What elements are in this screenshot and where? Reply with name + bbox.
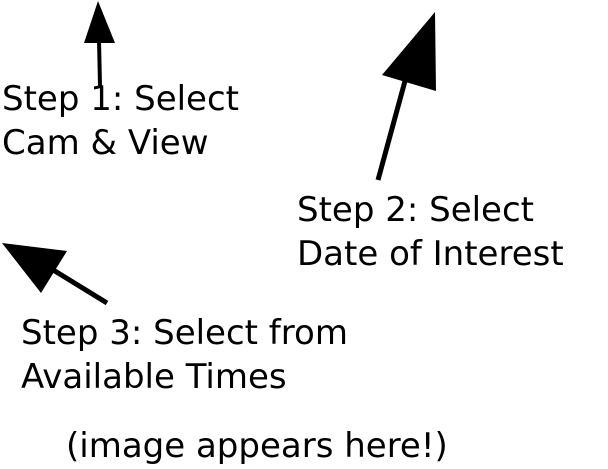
step-2-line-1: Step 2: Select: [297, 190, 535, 230]
step-3-line-1: Step 3: Select from: [21, 313, 348, 353]
step-3-label: Step 3: Select from Available Times: [21, 311, 348, 399]
step-1-line-2: Cam & View: [2, 123, 209, 163]
step-3-arrow: [2, 243, 109, 306]
step-2-line-2: Date of Interest: [297, 234, 564, 274]
step-2-arrow: [375, 12, 436, 181]
step-3-line-2: Available Times: [21, 357, 287, 397]
step-2-label: Step 2: Select Date of Interest: [297, 188, 564, 276]
image-placeholder-note: (image appears here!): [66, 426, 448, 466]
step-1-label: Step 1: Select Cam & View: [2, 77, 239, 165]
step-1-arrow: [84, 1, 115, 87]
step-1-line-1: Step 1: Select: [2, 79, 240, 119]
